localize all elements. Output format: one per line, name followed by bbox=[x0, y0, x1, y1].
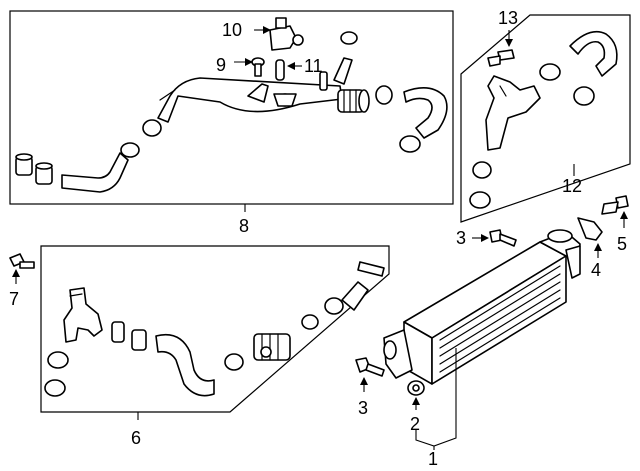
group-6-curved-hose bbox=[155, 333, 215, 397]
group-6-clamp-a bbox=[47, 351, 69, 369]
group-6-clamp-b bbox=[44, 379, 66, 397]
part-2-grommet bbox=[407, 380, 425, 396]
part-3-bolt-upper bbox=[489, 229, 517, 247]
group-12-upper-hose bbox=[569, 30, 618, 77]
group-8-bracket bbox=[247, 83, 269, 103]
group-8-hose-assembly: 10 9 11 8 bbox=[9, 10, 454, 236]
group-12-hose-assembly: 13 12 bbox=[460, 8, 631, 223]
group-12-tube bbox=[485, 75, 541, 151]
group-6-corrugated-body bbox=[253, 333, 291, 361]
group-8-corrugated-connector bbox=[337, 89, 370, 113]
callout-10: 10 bbox=[222, 20, 242, 40]
part-13-bolt bbox=[487, 49, 515, 67]
group-12-frame bbox=[460, 14, 631, 223]
group-8-clamp-b bbox=[399, 135, 421, 153]
group-8-long-tube bbox=[157, 77, 343, 123]
callout-9: 9 bbox=[216, 55, 226, 75]
group-8-lower-hose bbox=[61, 152, 129, 193]
callout-12: 12 bbox=[562, 176, 582, 196]
part-11-tube bbox=[275, 59, 285, 81]
part-7-bolt bbox=[9, 253, 35, 269]
callout-5: 5 bbox=[617, 234, 627, 254]
callout-1: 1 bbox=[428, 449, 438, 469]
part-3-bolt-lower bbox=[355, 357, 385, 377]
group-6-right-hose bbox=[341, 281, 369, 311]
callout-13: 13 bbox=[498, 8, 518, 28]
callout-6: 6 bbox=[131, 428, 141, 448]
group-6-hose-assembly: 6 bbox=[40, 245, 390, 448]
group-8-frame bbox=[9, 10, 454, 205]
callout-3-upper: 3 bbox=[456, 228, 466, 248]
callout-2: 2 bbox=[410, 414, 420, 434]
callout-4: 4 bbox=[591, 260, 601, 280]
group-6-y-fitting bbox=[63, 287, 103, 343]
group-6-frame bbox=[40, 245, 390, 413]
group-8-small-hose bbox=[333, 57, 353, 85]
part-9-bolt bbox=[251, 57, 265, 77]
callout-8: 8 bbox=[239, 216, 249, 236]
group-8-end-rings bbox=[15, 153, 53, 185]
group-8-clamp-a bbox=[375, 85, 393, 105]
callout-3-lower: 3 bbox=[358, 398, 368, 418]
callout-1-bracket bbox=[415, 348, 457, 450]
callout-7: 7 bbox=[9, 289, 19, 309]
part-4-bracket bbox=[577, 217, 603, 241]
part-5-bolt bbox=[601, 195, 629, 215]
callout-11: 11 bbox=[304, 56, 323, 76]
group-8-curved-hose bbox=[403, 87, 448, 139]
part-10-sensor bbox=[269, 17, 304, 51]
group-8-clamp-top bbox=[340, 31, 358, 45]
part-1-intercooler bbox=[383, 229, 581, 385]
